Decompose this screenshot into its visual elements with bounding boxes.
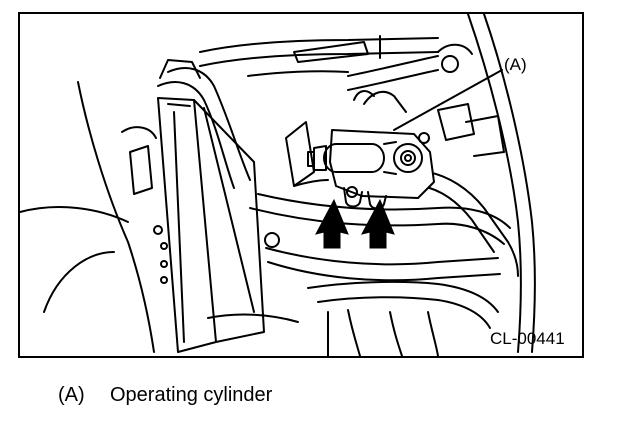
callout-label-a: (A) [504, 55, 527, 74]
arrow-icon-right [361, 198, 395, 249]
arrow-icon-left [315, 198, 349, 249]
engine-bay-illustration: (A) CL-00441 [18, 12, 584, 358]
legend-text: Operating cylinder [110, 384, 273, 406]
legend-key: (A) [58, 384, 85, 406]
figure-code: CL-00441 [490, 329, 565, 348]
legend: (A) Operating cylinder [58, 384, 272, 407]
line-art [19, 13, 536, 357]
